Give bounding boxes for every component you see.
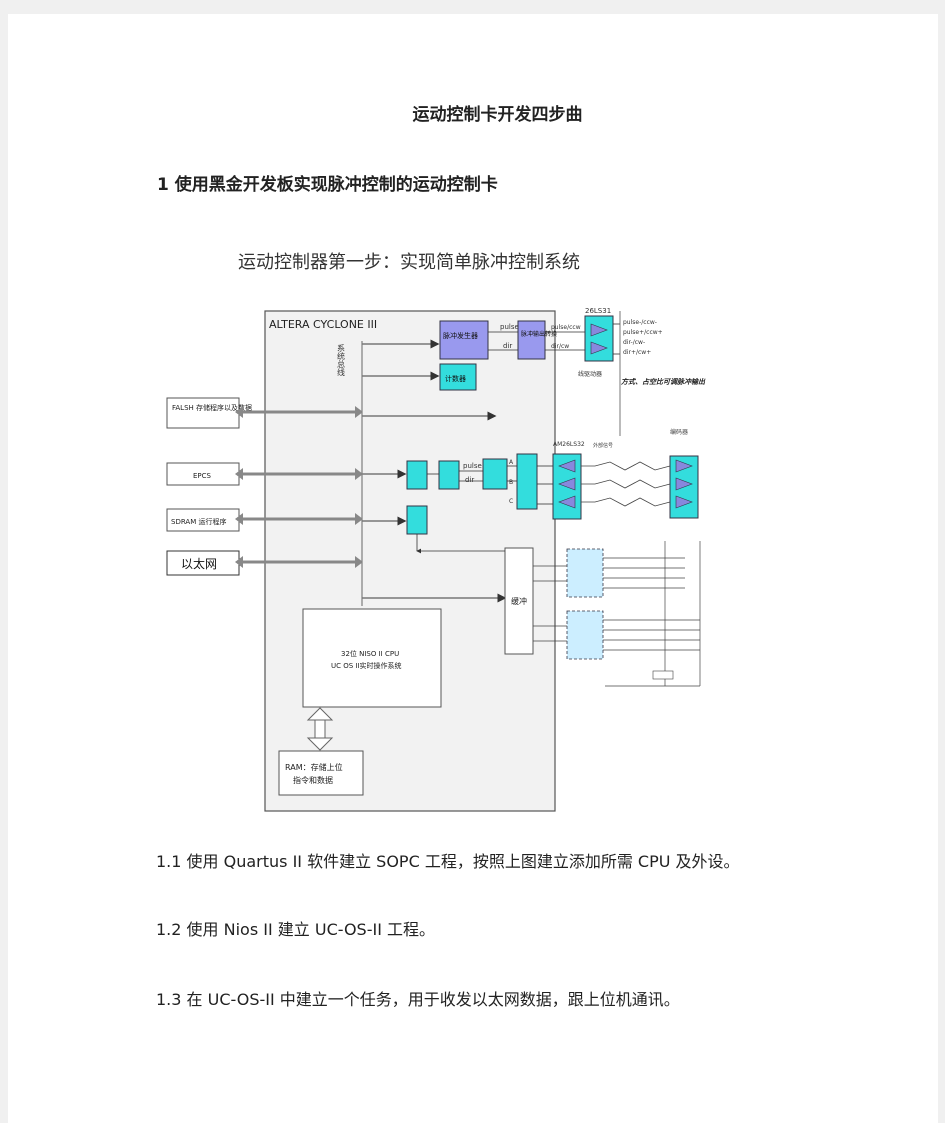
encoder-block-4 [516, 453, 538, 510]
diagram-caption: 运动控制器第一步：实现简单脉冲控制系统 [238, 252, 580, 273]
motion-control-block-diagram: ALTERA CYCLONE III 系统总线 脉冲发生器 计数器 脉冲输出转换… [166, 307, 706, 812]
chip-26ls31-label: 26LS31 [585, 307, 611, 315]
sig-dir-label: dir [503, 342, 512, 350]
buffer-block [504, 547, 534, 655]
receiver-triangle [558, 459, 576, 473]
mode-note: 方式、占空比可调脉冲输出 [621, 377, 706, 386]
sdram-label: SDRAM 运行程序 [171, 517, 226, 526]
line-driver-label: 线驱动器 [578, 370, 602, 378]
sig-dir-label-2: dir [465, 476, 474, 484]
fpga-label: ALTERA CYCLONE III [269, 318, 377, 331]
driver-triangle [590, 341, 608, 355]
sig-pulse-ccw-label: pulse/ccw [551, 324, 581, 331]
buffer-label: 缓冲 [511, 596, 527, 606]
counter-block [439, 363, 477, 391]
sig-pulse-label: pulse [500, 323, 519, 331]
pulse-output-label: 脉冲输出转换 [521, 330, 557, 338]
ram-line-1: RAM：存储上位 [285, 762, 343, 772]
ethernet-box [166, 550, 240, 576]
step-1-2: 1.2 使用 Nios II 建立 UC-OS-II 工程。 [156, 920, 436, 939]
encoder-block-5 [406, 505, 428, 535]
bus-label: 系统总线 [337, 343, 346, 376]
encoder-triangle [675, 495, 693, 509]
sig-a-label: A [509, 459, 514, 466]
encoder-note: 编码器 [670, 428, 688, 436]
line-driver-block [584, 315, 614, 362]
twisted-pair [581, 461, 671, 471]
step-1-1: 1.1 使用 Quartus II 软件建立 SOPC 工程，按照上图建立添加所… [156, 852, 740, 871]
out-dir-minus: dir-/cw- [623, 339, 645, 346]
out-pulse-minus: pulse-/ccw- [623, 319, 657, 326]
encoder-triangle [675, 459, 693, 473]
io-module-2 [566, 610, 604, 660]
section-heading: 1 使用黑金开发板实现脉冲控制的运动控制卡 [157, 175, 498, 195]
flash-label: FALSH 存储程序以及数据 [172, 403, 252, 412]
ext-signal-note: 外部信号 [593, 442, 613, 449]
twisted-pair [581, 497, 671, 507]
out-dir-plus: dir+/cw+ [623, 349, 651, 356]
counter-label: 计数器 [445, 374, 466, 383]
document-title: 运动控制卡开发四步曲 [412, 105, 583, 125]
receiver-triangle [558, 495, 576, 509]
encoder-block-2 [438, 460, 460, 490]
pulse-generator-label: 脉冲发生器 [443, 331, 478, 340]
sig-pulse-label-2: pulse [463, 462, 482, 470]
sig-b-label: B [509, 479, 513, 486]
receiver-triangle [558, 477, 576, 491]
flash-box [166, 397, 240, 429]
encoder-block-3 [482, 458, 508, 490]
io-module-1 [566, 548, 604, 598]
ram-box [278, 750, 364, 796]
cpu-ram-link [314, 717, 326, 741]
sig-c-label: C [509, 498, 513, 505]
epcs-label: EPCS [193, 472, 212, 480]
cpu-box [302, 608, 442, 708]
sig-dir-cw-label: dir/cw [551, 343, 569, 350]
cpu-line-2: UC OS II实时操作系统 [331, 661, 402, 670]
out-pulse-plus: pulse+/ccw+ [623, 329, 663, 336]
chip-am26ls32-label: AM26LS32 [553, 441, 585, 448]
encoder-triangle [675, 477, 693, 491]
cpu-line-1: 32位 NISO II CPU [341, 649, 399, 658]
step-1-3: 1.3 在 UC-OS-II 中建立一个任务，用于收发以太网数据，跟上位机通讯。 [156, 990, 680, 1009]
encoder-block-1 [406, 460, 428, 490]
io-terminal [652, 670, 674, 680]
cpu-ram-arrow-up [306, 707, 334, 721]
cpu-ram-arrow-down [306, 737, 334, 751]
driver-triangle [590, 323, 608, 337]
twisted-pair [581, 479, 671, 489]
ram-line-2: 指令和数据 [293, 775, 333, 785]
pulse-generator-block [439, 320, 489, 360]
ethernet-label: 以太网 [181, 556, 217, 571]
pulse-output-block [517, 320, 546, 360]
